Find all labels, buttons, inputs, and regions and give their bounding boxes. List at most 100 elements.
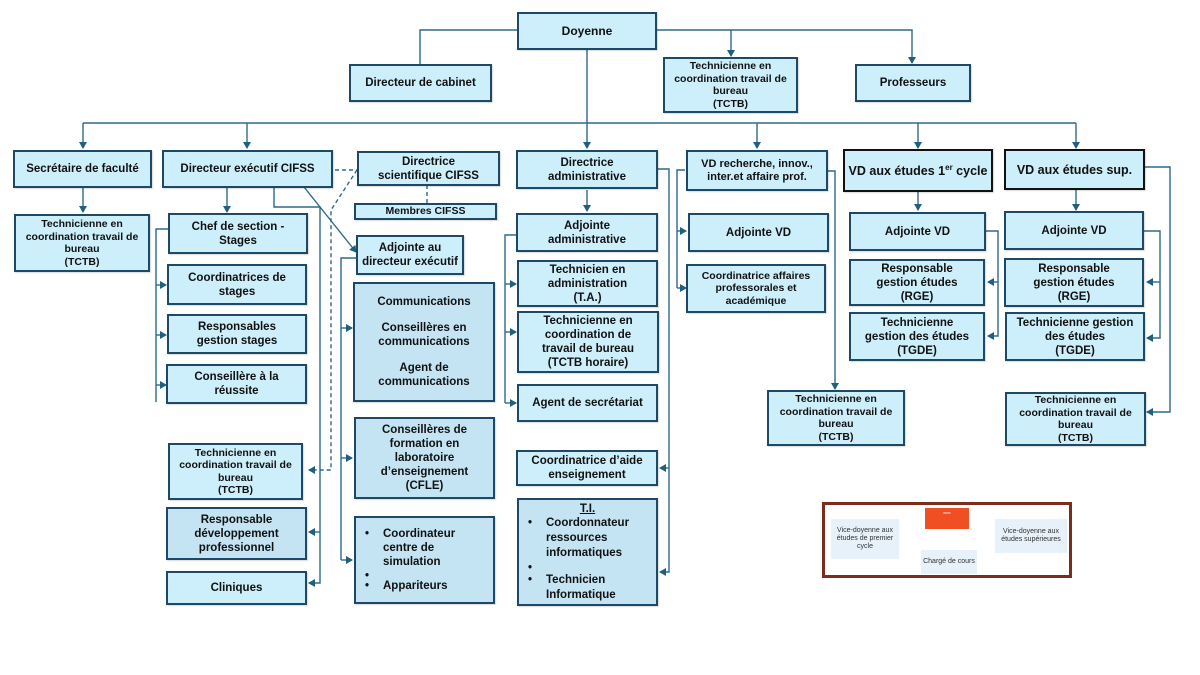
label-line: bureau xyxy=(712,85,748,97)
box-doyenne[interactable]: Doyenne xyxy=(517,12,657,50)
box-coord-affaires-professorales[interactable]: Coordinatrice affaires professorales et … xyxy=(686,264,826,313)
label-line: Technicienne en xyxy=(689,60,772,72)
label-line: Responsable xyxy=(200,513,273,526)
label-line: coordination travail de xyxy=(25,230,139,243)
adjointe-vd-label: Adjointe VD xyxy=(884,225,951,238)
label-line: (TCTB) xyxy=(1058,431,1093,444)
label-line: stages xyxy=(218,285,256,298)
box-adjointe-vd-sup[interactable]: Adjointe VD xyxy=(1004,211,1144,250)
simulation-list: Coordinateur centre de simulation Appari… xyxy=(359,527,490,593)
label-line: coordination travail de xyxy=(1019,406,1132,419)
label-line: académique xyxy=(725,294,787,307)
box-tctb-doyenne[interactable]: Technicienne en coordination travail de … xyxy=(663,57,798,113)
box-directrice-administrative[interactable]: Directrice administrative xyxy=(516,150,658,189)
box-directrice-scientifique[interactable]: Directrice scientifique CIFSS xyxy=(357,151,500,186)
box-adjointe-vd-recherche[interactable]: Adjointe VD xyxy=(688,213,829,252)
box-tctb-secretaire[interactable]: Technicienne en coordination travail de … xyxy=(14,214,150,272)
box-tgde-sup[interactable]: Technicienne gestion des études (TGDE) xyxy=(1005,312,1145,361)
box-rge-premier-cycle[interactable]: Responsable gestion études (RGE) xyxy=(849,259,985,306)
label-part: VD aux études 1 xyxy=(848,163,946,178)
box-ti[interactable]: T.I. Coordonnateur ressources informatiq… xyxy=(517,498,658,606)
label-line: Technicien en xyxy=(549,263,626,276)
label-line: Responsable xyxy=(881,262,953,275)
label-line: coordination travail de xyxy=(179,459,292,471)
doyenne-label: Doyenne xyxy=(561,24,613,38)
connector xyxy=(676,169,685,288)
label-line: travail de bureau xyxy=(541,343,635,355)
label-line: communications xyxy=(378,336,470,348)
box-directeur-cabinet[interactable]: Directeur de cabinet xyxy=(349,64,492,102)
label-line: scientifique CIFSS xyxy=(378,169,479,182)
vd-premier-cycle-label: VD aux études 1er cycle xyxy=(848,163,988,178)
label-line: administrative xyxy=(548,233,626,246)
label-line: communications xyxy=(378,376,470,388)
label-line: (TCTB) xyxy=(64,255,100,268)
connector xyxy=(828,170,839,390)
box-responsable-developpement[interactable]: Responsable développement professionnel xyxy=(166,507,307,560)
directeur-executif-label: Directeur exécutif CIFSS xyxy=(180,163,315,175)
membres-label: Membres CIFSS xyxy=(385,205,466,218)
label-line: VD recherche, innov., xyxy=(701,158,813,170)
label-line: réussite xyxy=(214,385,259,397)
label-line: enseignement xyxy=(548,469,626,481)
label-line: Adjointe xyxy=(564,219,610,232)
label-line: d’enseignement xyxy=(380,466,469,478)
label-line: Directrice xyxy=(401,155,456,168)
box-tctb-recherche[interactable]: Technicienne en coordination travail de … xyxy=(767,390,905,446)
label-line: gestion études xyxy=(1033,276,1115,289)
box-coordinatrices-stages[interactable]: Coordinatrices de stages xyxy=(167,264,307,305)
label-line: (RGE) xyxy=(1057,290,1091,303)
box-communications[interactable]: Communications Conseillères en communica… xyxy=(353,282,495,402)
box-tctb-sup[interactable]: Technicienne en coordination travail de … xyxy=(1005,392,1146,446)
label-line: des études xyxy=(1044,330,1106,343)
box-tctb-cifss[interactable]: Technicienne en coordination travail de … xyxy=(168,443,303,500)
box-secretaire-faculte[interactable]: Secrétaire de faculté xyxy=(13,150,152,188)
label-line: (TGDE) xyxy=(1055,344,1095,357)
box-responsables-gestion-stages[interactable]: Responsables gestion stages xyxy=(167,314,307,354)
box-technicien-administration[interactable]: Technicien en administration (T.A.) xyxy=(517,260,658,307)
box-tctb-horaire[interactable]: Technicienne en coordination de travail … xyxy=(517,311,659,373)
label-line: Coordinatrice d’aide xyxy=(531,455,643,467)
label-line: Technicienne gestion xyxy=(1016,316,1134,329)
connector xyxy=(303,186,357,253)
box-cfle[interactable]: Conseillères de formation en laboratoire… xyxy=(354,417,495,499)
box-adjointe-vd-premier-cycle[interactable]: Adjointe VD xyxy=(849,212,986,251)
label-line: Technicienne xyxy=(880,316,954,329)
label-line: gestion stages xyxy=(196,335,278,347)
box-vd-recherche[interactable]: VD recherche, innov., inter.et affaire p… xyxy=(686,150,828,191)
dashed-connector xyxy=(308,169,358,474)
adjointe-vd-label: Adjointe VD xyxy=(1041,224,1107,237)
label-line: Technicienne en xyxy=(1034,394,1117,406)
vd-sup-label: VD aux études sup. xyxy=(1016,162,1133,177)
label-line: (RGE) xyxy=(900,290,934,303)
label-line: (CFLE) xyxy=(405,480,444,492)
spacer xyxy=(528,561,653,575)
connector xyxy=(986,230,999,340)
label-line: Agent de xyxy=(399,362,449,374)
ti-list: Coordonnateur ressources informatiques T… xyxy=(522,516,653,603)
box-vd-etudes-premier-cycle[interactable]: VD aux études 1er cycle xyxy=(843,149,993,192)
box-adjointe-directeur-executif[interactable]: Adjointe au directeur exécutif xyxy=(356,235,464,275)
list-item: Coordonnateur ressources informatiques xyxy=(528,516,642,561)
box-agent-secretariat[interactable]: Agent de secrétariat xyxy=(517,384,658,422)
box-conseillere-reussite[interactable]: Conseillère à la réussite xyxy=(166,364,307,404)
box-cliniques[interactable]: Cliniques xyxy=(166,571,307,605)
label-line: (T.A.) xyxy=(573,291,602,304)
label-line: coordination travail de xyxy=(779,405,893,418)
box-adjointe-administrative[interactable]: Adjointe administrative xyxy=(516,213,658,252)
box-professeurs[interactable]: Professeurs xyxy=(855,64,971,102)
box-directeur-executif-cifss[interactable]: Directeur exécutif CIFSS xyxy=(162,150,333,188)
label-line: (TCTB) xyxy=(713,97,748,110)
box-membres-cifss[interactable]: Membres CIFSS xyxy=(354,203,497,220)
connector xyxy=(155,228,170,402)
box-coordinatrice-aide-enseignement[interactable]: Coordinatrice d’aide enseignement xyxy=(516,450,658,486)
box-vd-etudes-sup[interactable]: VD aux études sup. xyxy=(1004,149,1145,190)
box-simulation[interactable]: Coordinateur centre de simulation Appari… xyxy=(354,516,495,604)
box-chef-section-stages[interactable]: Chef de section - Stages xyxy=(168,213,308,254)
secretaire-label: Secrétaire de faculté xyxy=(26,163,139,175)
list-item: Appariteurs xyxy=(365,579,490,593)
inset-vd-etudes-sup: Vice-doyenne aux études supérieures xyxy=(995,519,1067,553)
box-rge-sup[interactable]: Responsable gestion études (RGE) xyxy=(1004,258,1144,307)
box-tgde-premier-cycle[interactable]: Technicienne gestion des études (TGDE) xyxy=(849,312,985,361)
